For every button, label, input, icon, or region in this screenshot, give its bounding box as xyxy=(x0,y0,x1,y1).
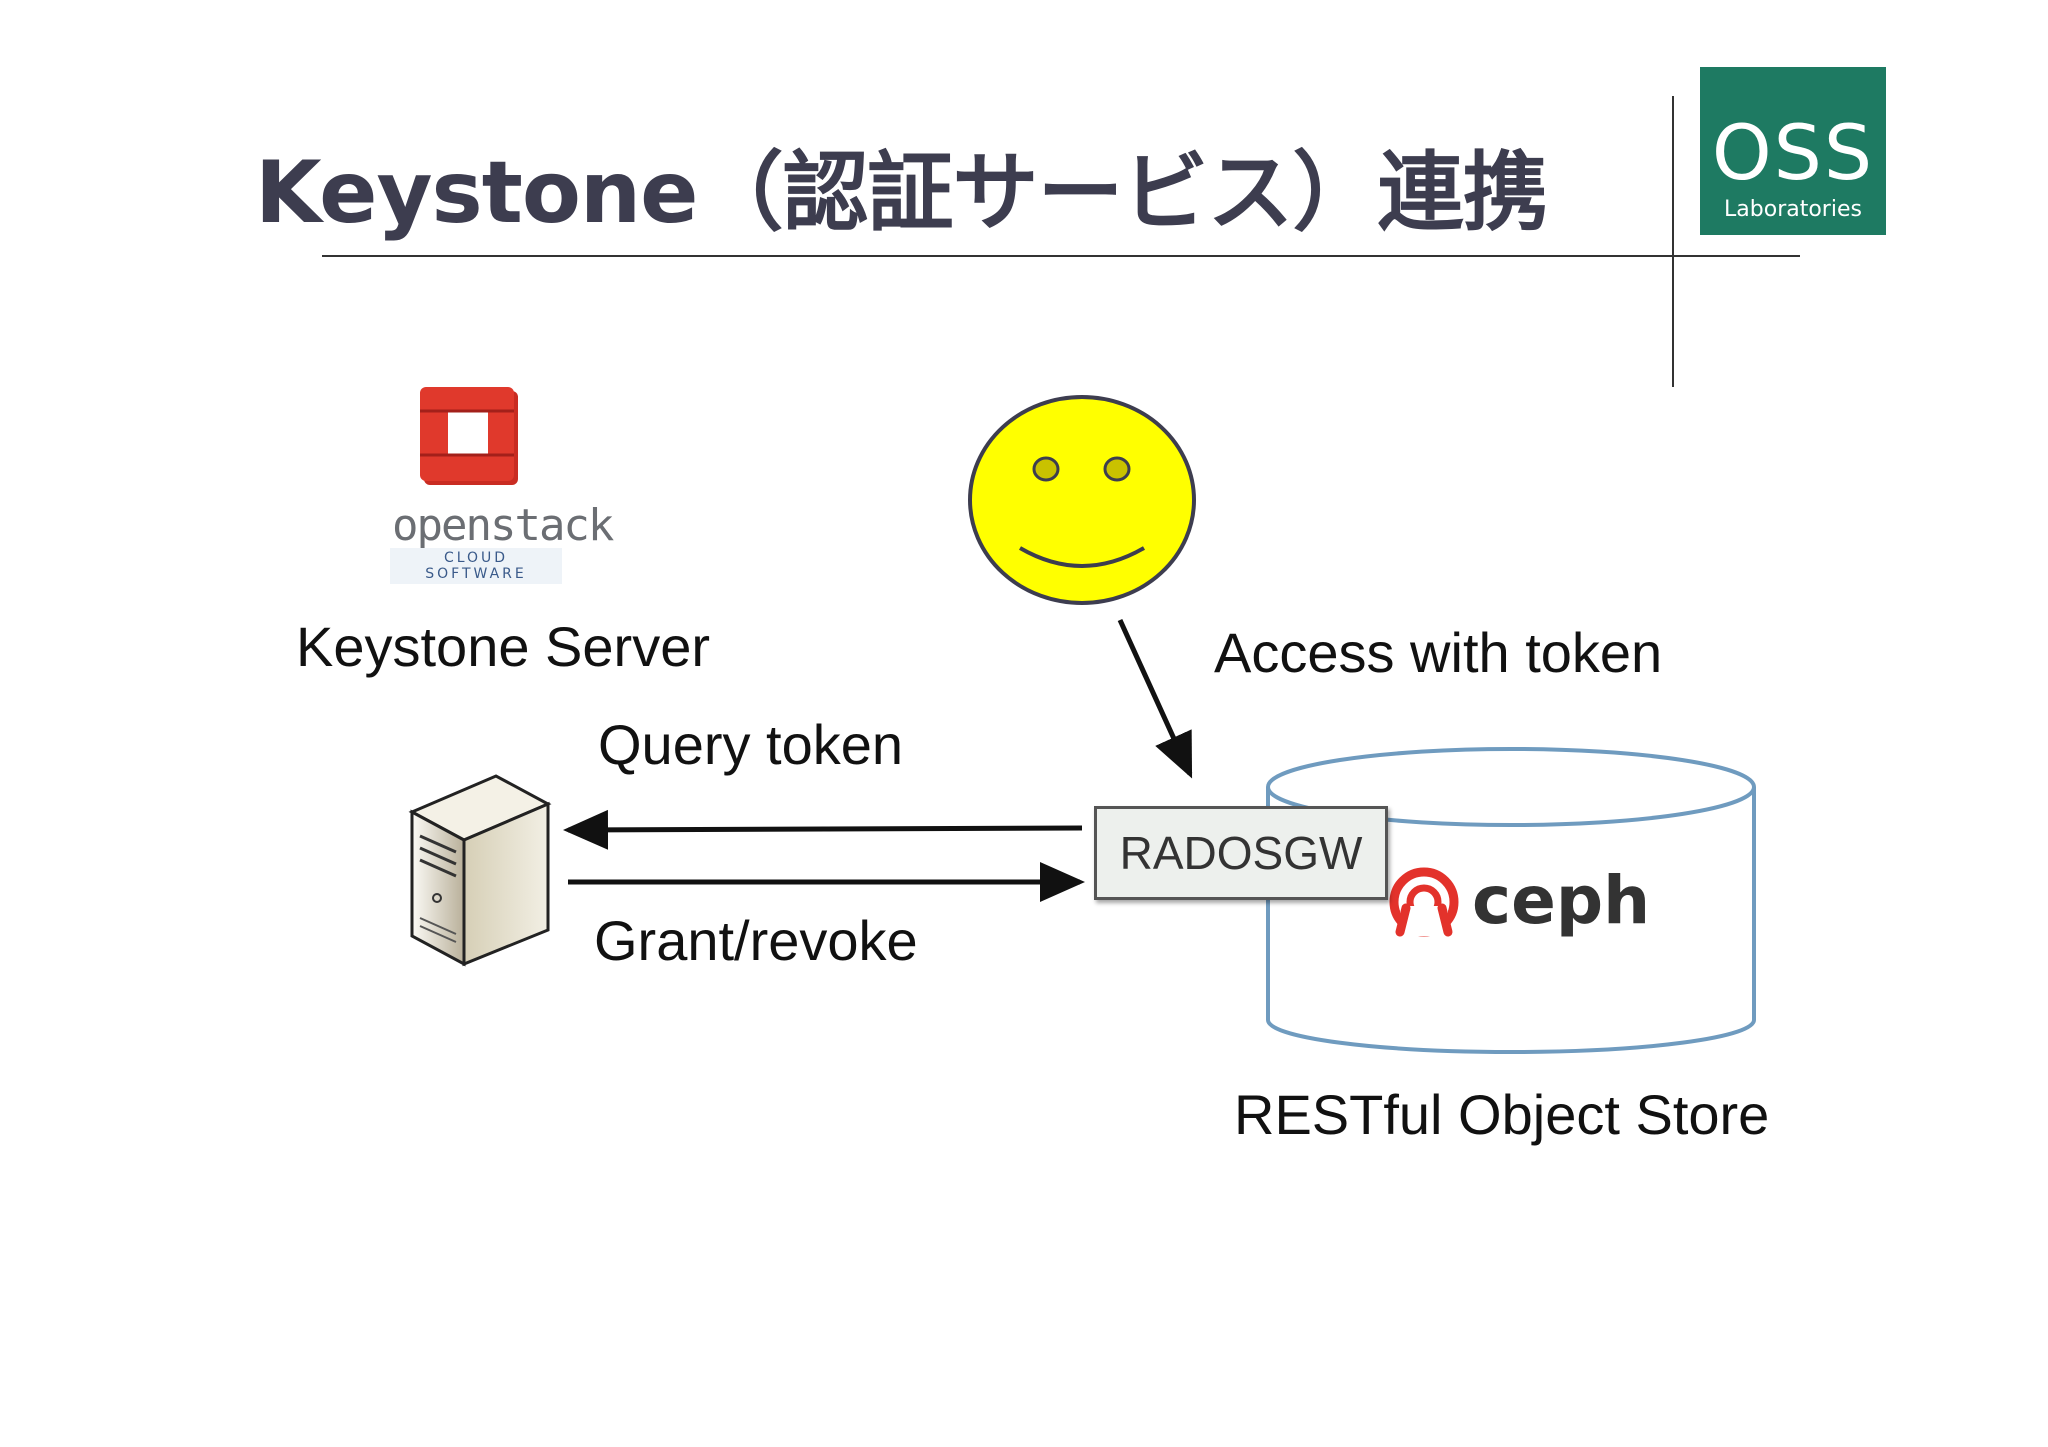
access-arrow xyxy=(1117,618,1193,779)
ceph-logo-icon xyxy=(1389,867,1459,937)
grant-label: Grant/revoke xyxy=(594,909,918,972)
logo-sub-text: Laboratories xyxy=(1724,197,1862,222)
openstack-logo xyxy=(420,387,518,485)
slide-title: Keystone（認証サービス）連携 xyxy=(255,143,1548,243)
object-store-label: RESTful Object Store xyxy=(1234,1083,1770,1146)
radosgw-box: RADOSGW xyxy=(1094,806,1388,900)
openstack-wordmark: openstack xyxy=(392,500,614,551)
oss-labs-logo: OSS Laboratories xyxy=(1700,67,1886,235)
database-cylinder xyxy=(1266,747,1756,1054)
radosgw-label: RADOSGW xyxy=(1119,827,1363,879)
ceph-wordmark: ceph xyxy=(1472,862,1651,939)
access-label: Access with token xyxy=(1214,621,1663,684)
query-arrow xyxy=(563,809,1083,850)
logo-main-text: OSS xyxy=(1711,108,1875,197)
vertical-divider xyxy=(1672,96,1674,387)
smiley-user-icon xyxy=(968,395,1196,605)
server-icon xyxy=(408,774,552,967)
query-label: Query token xyxy=(598,713,904,776)
keystone-server-label: Keystone Server xyxy=(296,615,710,678)
title-divider xyxy=(322,255,1800,257)
openstack-subtitle: CLOUD SOFTWARE xyxy=(390,548,562,584)
